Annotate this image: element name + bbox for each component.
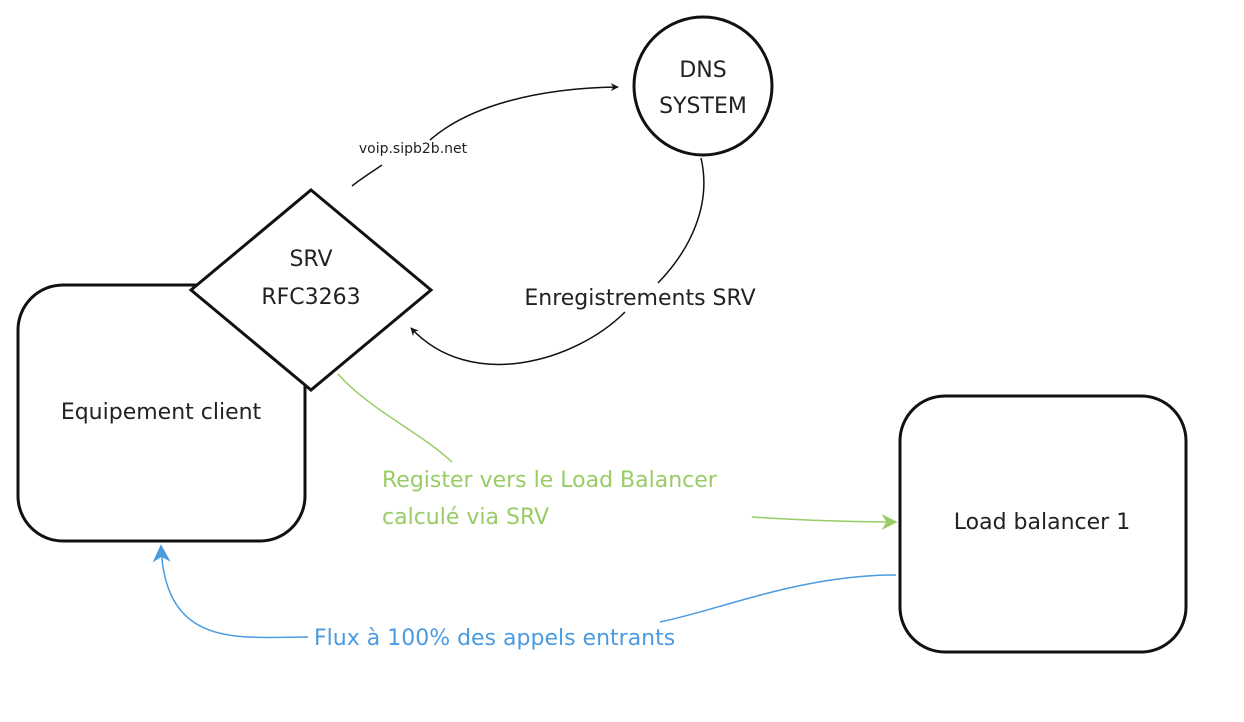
lb-label: Load balancer 1	[954, 510, 1130, 535]
srv-label-line1: SRV	[289, 247, 332, 272]
query-arrow-lower	[351, 164, 383, 187]
register-label-line1: Register vers le Load Balancer	[382, 468, 718, 493]
dns-label-line2: SYSTEM	[659, 94, 747, 119]
client-label: Equipement client	[61, 400, 262, 425]
srv-label-line2: RFC3263	[261, 285, 360, 310]
query-label: voip.sipb2b.net	[359, 141, 468, 157]
flow-arrow-left	[152, 544, 309, 639]
srv-node: SRV RFC3263	[188, 188, 434, 392]
flow-arrow-right	[659, 574, 897, 623]
register-label-line2: calculé via SRV	[382, 505, 549, 530]
query-edge: voip.sipb2b.net	[351, 83, 619, 187]
register-arrow-lower	[751, 513, 898, 530]
flow-edge: Flux à 100% des appels entrants	[152, 544, 897, 651]
response-edge: Enregistrements SRV	[410, 157, 756, 366]
dns-circle	[632, 15, 774, 157]
lb-node: Load balancer 1	[898, 394, 1188, 654]
dns-label-line1: DNS	[679, 58, 726, 83]
flow-label: Flux à 100% des appels entrants	[314, 626, 675, 651]
register-arrow-upper	[337, 373, 453, 463]
lb-box	[898, 394, 1188, 654]
response-arrow-lower	[410, 311, 626, 366]
client-box	[16, 283, 307, 543]
srv-diamond	[188, 188, 434, 392]
register-edge: Register vers le Load Balancer calculé v…	[337, 373, 898, 530]
response-label: Enregistrements SRV	[524, 286, 755, 311]
query-arrow-upper	[429, 83, 619, 141]
dns-node: DNS SYSTEM	[632, 15, 774, 157]
response-arrow-upper	[657, 157, 705, 284]
client-node: Equipement client	[16, 283, 307, 543]
